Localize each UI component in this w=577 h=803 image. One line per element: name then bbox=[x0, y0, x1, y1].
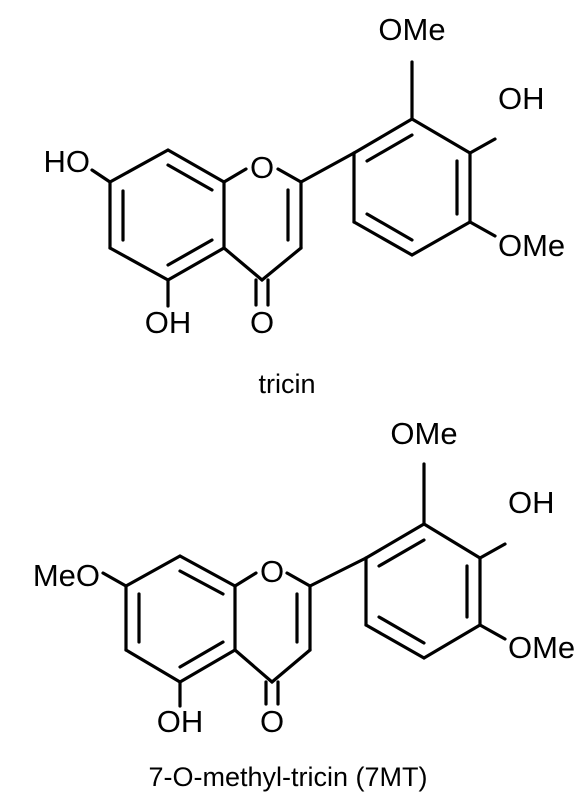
atom-carbonyl-oxygen: O bbox=[260, 704, 284, 739]
atom-ring-oxygen: O bbox=[260, 554, 284, 589]
atom-7-hydroxyl: HO bbox=[44, 144, 91, 179]
atom-4prime-hydroxyl: OH bbox=[498, 81, 545, 116]
bond-lines-tricin bbox=[90, 60, 497, 308]
atom-5-hydroxyl: OH bbox=[145, 305, 192, 340]
atom-5prime-methoxy: OMe bbox=[498, 228, 565, 263]
molecule-tricin: O O OH HO OMe OH OMe tricin bbox=[44, 12, 566, 399]
atom-ring-oxygen: O bbox=[250, 150, 274, 185]
atom-3prime-methoxy: OMe bbox=[390, 416, 457, 451]
atom-5-hydroxyl: OH bbox=[157, 704, 204, 739]
caption-7-o-methyl-tricin: 7-O-methyl-tricin (7MT) bbox=[148, 762, 427, 792]
atom-4prime-hydroxyl: OH bbox=[508, 485, 555, 520]
atom-7-methoxy: MeO bbox=[33, 558, 100, 593]
molecule-7-o-methyl-tricin: O O OH MeO OMe OH OMe 7-O-methyl-tricin … bbox=[33, 416, 575, 792]
bond-lines-7mt bbox=[101, 462, 507, 708]
atom-carbonyl-oxygen: O bbox=[250, 305, 274, 340]
atom-3prime-methoxy: OMe bbox=[378, 12, 445, 47]
caption-tricin: tricin bbox=[258, 369, 315, 399]
atom-5prime-methoxy: OMe bbox=[508, 630, 575, 665]
